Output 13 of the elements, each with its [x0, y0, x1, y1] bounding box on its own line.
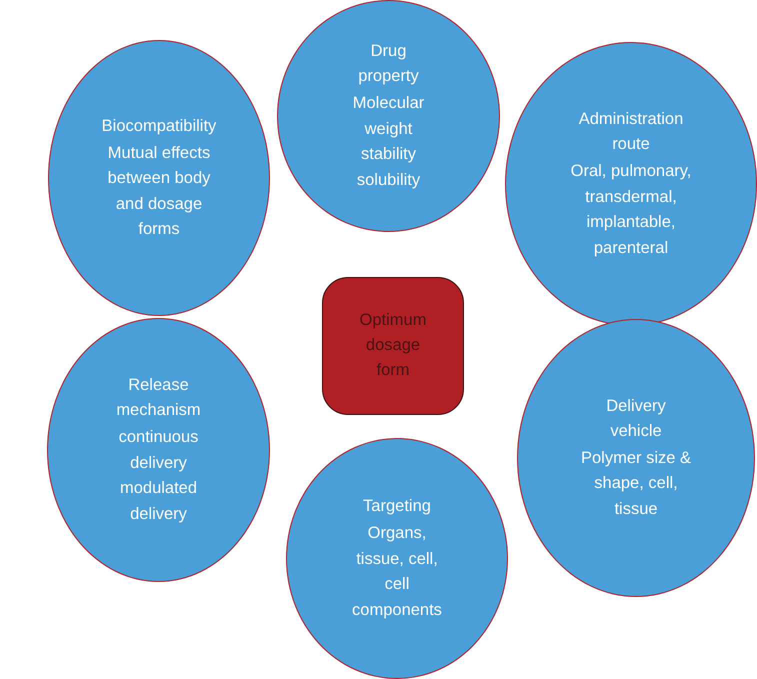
- node-heading: Targeting: [363, 496, 431, 517]
- node-description: continuous delivery modulated delivery: [118, 427, 200, 524]
- node-heading: Administration route: [578, 109, 684, 155]
- rounded-square: [322, 277, 464, 415]
- node-heading: Delivery vehicle: [605, 396, 667, 442]
- node-heading: Biocompatibility: [102, 116, 216, 136]
- node-heading: Optimum dosage form: [358, 310, 428, 380]
- node-description: Molecular weight stability solubility: [352, 93, 426, 190]
- node-description: Polymer size & shape, cell, tissue: [580, 448, 692, 520]
- node-description: Oral, pulmonary, transdermal, implantable, parenteral: [570, 161, 692, 258]
- node-heading: Drug property: [357, 41, 420, 87]
- node-description: Organs, tissue, cell, cell components: [351, 523, 443, 620]
- node-description: Mutual effects between body and dosage forms: [106, 142, 212, 240]
